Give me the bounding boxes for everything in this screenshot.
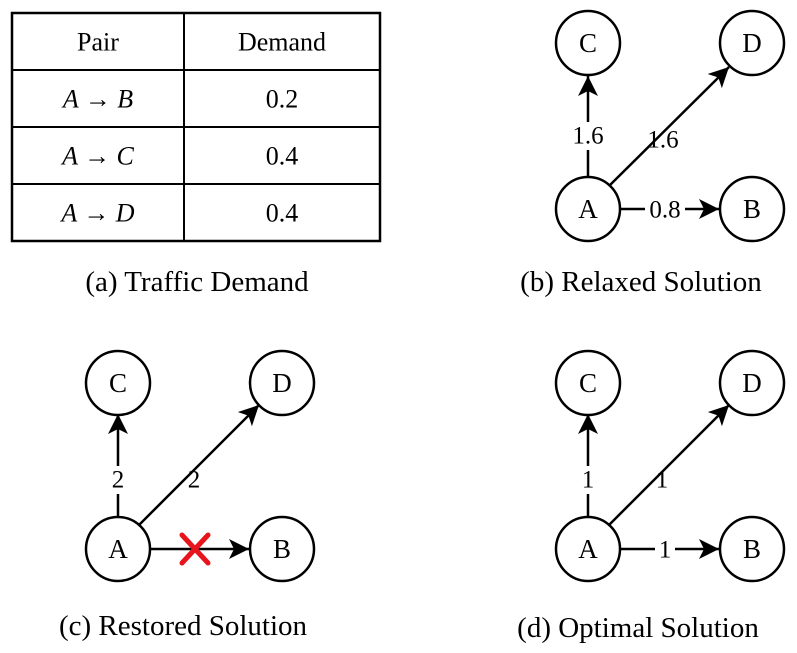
node-d-label: D: [742, 368, 762, 398]
edge-label-a-c: 2: [112, 467, 125, 494]
edge-label-a-c: 1.6: [572, 123, 603, 150]
caption-relaxed-solution: (b) Relaxed Solution: [520, 266, 762, 298]
node-b-label: B: [273, 534, 291, 564]
node-b-label: B: [743, 534, 761, 564]
edge-label-a-d: 1: [656, 467, 669, 494]
node-c-label: C: [579, 28, 597, 58]
optimal-solution-graph: 1 1 1 C D A B: [554, 349, 786, 583]
edge-a-d: [138, 404, 260, 526]
label-mask: [566, 122, 610, 150]
label-mask: [106, 466, 130, 494]
caption-restored-solution: (c) Restored Solution: [59, 610, 308, 642]
table-cell-demand: 0.4: [266, 199, 299, 228]
node-c-label: C: [109, 368, 127, 398]
table-header-demand: Demand: [238, 28, 326, 57]
edge-label-a-c: 1: [582, 467, 595, 494]
caption-traffic-demand: (a) Traffic Demand: [85, 266, 309, 298]
edge-label-a-b: 1: [659, 537, 672, 564]
table-cell-pair: A → C: [60, 142, 134, 171]
node-a: [554, 175, 622, 243]
node-c-label: C: [579, 368, 597, 398]
node-d-label: D: [742, 28, 762, 58]
traffic-demand-table: Pair Demand A → B 0.2 A → C 0.4 A → D 0.…: [10, 11, 382, 243]
table-cell-demand: 0.2: [266, 85, 299, 114]
table-cell-pair: A → D: [59, 199, 134, 228]
node-d: [718, 9, 786, 77]
node-d-label: D: [272, 368, 292, 398]
edge-label-a-d: 1.6: [647, 127, 678, 154]
label-mask: [578, 466, 598, 494]
edge-a-d: [608, 404, 730, 526]
caption-optimal-solution: (d) Optimal Solution: [517, 612, 759, 644]
label-mask: [645, 196, 685, 222]
node-a: [554, 515, 622, 583]
edge-label-a-d: 2: [188, 467, 201, 494]
table-header-pair: Pair: [77, 28, 119, 57]
restored-solution-graph: 2 2 C D A B: [84, 349, 316, 583]
node-a-label: A: [578, 534, 598, 564]
node-b: [718, 175, 786, 243]
label-mask: [655, 536, 675, 562]
node-b: [248, 515, 316, 583]
node-d: [718, 349, 786, 417]
node-b: [718, 515, 786, 583]
edge-label-a-b: 0.8: [649, 197, 680, 224]
node-a-label: A: [108, 534, 128, 564]
relaxed-solution-graph: 1.6 1.6 0.8 C D A B: [554, 9, 786, 243]
node-c: [84, 349, 152, 417]
node-a: [84, 515, 152, 583]
table-cell-pair: A → B: [61, 85, 133, 114]
node-c: [554, 9, 622, 77]
node-c: [554, 349, 622, 417]
blocked-cross-icon: [179, 532, 211, 566]
node-a-label: A: [578, 194, 598, 224]
node-d: [248, 349, 316, 417]
node-b-label: B: [743, 194, 761, 224]
edge-a-d: [608, 66, 730, 187]
table-cell-demand: 0.4: [266, 142, 299, 171]
